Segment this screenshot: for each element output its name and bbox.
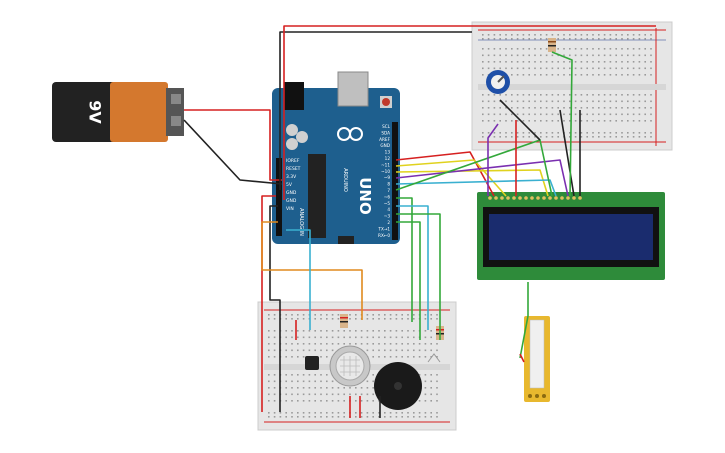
gas-sensor [329,345,371,387]
lcd-pin [554,196,558,200]
lcd-pin [530,196,534,200]
lcd-screen [489,214,653,260]
power-jack [284,82,304,110]
lcd-pin [500,196,504,200]
battery-label: 9V [86,100,105,124]
header-label: SDA [381,130,390,135]
lcd-pin [512,196,516,200]
arduino-uno: UNO ARDUINO ANALOG IN IOREF RESET 3.3V 5V GN… [272,71,400,244]
force-sensor [524,316,550,402]
potentiometer [486,70,510,94]
header-label: RX←0 [378,233,390,238]
header-label: 3.3V [286,174,297,180]
header-label: 12 [385,156,391,161]
header-label: ~11 [381,162,390,167]
usb-port [337,71,369,107]
reset-button [382,98,390,106]
header-label: TX→1 [377,226,390,231]
lcd-16x2 [477,192,665,280]
header-label: ~10 [381,169,390,174]
header-label: 4 [387,207,390,212]
lcd-pin [578,196,582,200]
photo-resistor [427,353,441,363]
header-label: ~9 [384,175,391,180]
battery-9v: 9V [52,82,184,142]
arduino-brand: ARDUINO [342,168,348,192]
header-label: ~5 [384,201,391,206]
header-label: ~3 [384,214,391,219]
lcd-pin [494,196,498,200]
buzzer [374,362,422,410]
lcd-pin [536,196,540,200]
header-labels-left: IOREF RESET 3.3V 5V GND GND VIN [286,158,301,212]
header-label: GND [380,143,390,148]
header-label: GND [286,198,297,204]
lcd-pin [506,196,510,200]
header-label: RESET [286,166,301,172]
header-label: 5V [286,182,293,188]
header-label: GND [286,190,297,196]
resistor-top [548,38,556,52]
lcd-pin [488,196,492,200]
header-label: 7 [387,188,390,193]
header-label: SCL [382,124,391,129]
wires [183,25,656,418]
header-label: IOREF [286,158,300,164]
lcd-pin [524,196,528,200]
lcd-pin [542,196,546,200]
header-label: 8 [387,182,390,187]
header-label: 2 [387,220,390,225]
lcd-pin [566,196,570,200]
lcd-pin [548,196,552,200]
arduino-logo: UNO [356,177,374,215]
lcd-pin [518,196,522,200]
header-label: AREF [379,137,390,142]
lcd-pin [560,196,564,200]
header-label: VIN [286,206,294,212]
header-label: 13 [385,150,391,155]
temperature-sensor [305,356,319,370]
microcontroller-chip [308,154,326,238]
analog-in-label: ANALOG IN [298,208,304,236]
resistor-bottom-1 [340,314,348,328]
header-label: ~6 [384,194,391,199]
lcd-pin [572,196,576,200]
